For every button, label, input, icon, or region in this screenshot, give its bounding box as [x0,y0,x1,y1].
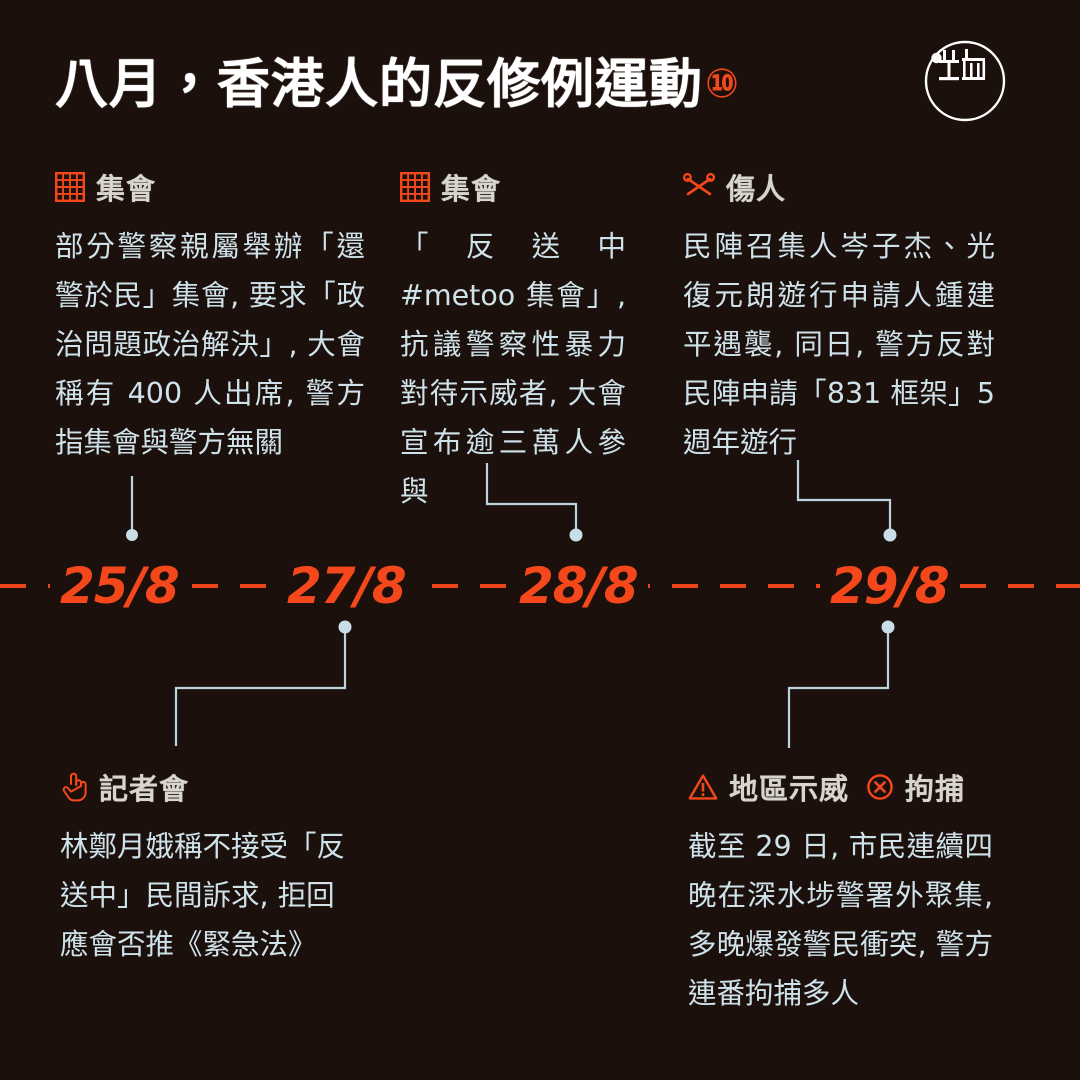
event-top-3-header: 傷人 [682,166,995,208]
event-top-2: 集會 「反送中 #metoo 集會」, 抗議警察性暴力對待示威者, 大會宣布逾三… [400,166,626,516]
event-bottom-1-header: 記者會 [60,766,350,808]
event-top-2-header: 集會 [400,166,626,208]
event-top-1: 集會 部分警察親屬舉辦「還警於民」集會, 要求「政治問題政治解決」, 大會稱有 … [55,166,365,467]
timeline-date-4[interactable]: 29/8 [820,556,959,616]
warning-triangle-icon [688,773,718,801]
grid-icon [400,172,431,203]
connector-dot [883,528,897,542]
circle-x-icon [866,773,894,801]
event-top-3-text: 民陣召集人岑子杰、光復元朗遊行申請人鍾建平遇襲, 同日, 警方反對民陣申請「83… [683,230,995,459]
timeline-date-1[interactable]: 25/8 [50,556,189,616]
event-top-2-text: 「反送中 #metoo 集會」, 抗議警察性暴力對待示威者, 大會宣布逾三萬人參… [400,230,626,508]
event-bottom-2-label: 地區示威 [729,772,850,806]
event-bottom-1-text: 林鄭月娥稱不接受「反送中」民間訴求, 拒回應會否推《緊急法》 [60,830,346,961]
scissors-icon [682,172,716,202]
connector-dot [126,529,138,541]
event-top-1-text: 部分警察親屬舉辦「還警於民」集會, 要求「政治問題政治解決」, 大會稱有 400… [55,230,365,459]
connector-dot [569,528,583,542]
event-bottom-2-label-2: 拘捕 [905,772,966,806]
event-bottom-2-text: 截至 29 日, 市民連續四晚在深水埗警署外聚集, 多晚爆發警民衝突, 警方連番… [688,830,993,1010]
timeline-date-3[interactable]: 28/8 [509,556,648,616]
connector-dot [338,620,352,634]
episode-badge: ⑩ [705,62,740,106]
event-bottom-1-label: 記者會 [99,772,190,806]
pointing-hand-icon [60,771,88,803]
grid-icon [55,172,86,203]
event-top-1-label: 集會 [96,172,157,206]
initium-media-logo [922,36,1008,124]
event-top-2-label: 集會 [441,172,502,206]
event-bottom-1: 記者會 林鄭月娥稱不接受「反送中」民間訴求, 拒回應會否推《緊急法》 [60,766,350,969]
event-bottom-2: 地區示威 拘捕 截至 29 日, 市民連續四晚在深水埗警署外聚集, 多晚爆發警民… [688,766,993,1018]
connector-dot [881,620,895,634]
event-top-3: 傷人 民陣召集人岑子杰、光復元朗遊行申請人鍾建平遇襲, 同日, 警方反對民陣申請… [682,166,995,467]
event-top-3-label: 傷人 [726,172,787,206]
timeline-date-2[interactable]: 27/8 [277,556,416,616]
event-top-1-header: 集會 [55,166,365,208]
event-bottom-2-header: 地區示威 拘捕 [688,766,993,808]
page-title-text: 八月，香港人的反修例運動 [55,54,703,115]
